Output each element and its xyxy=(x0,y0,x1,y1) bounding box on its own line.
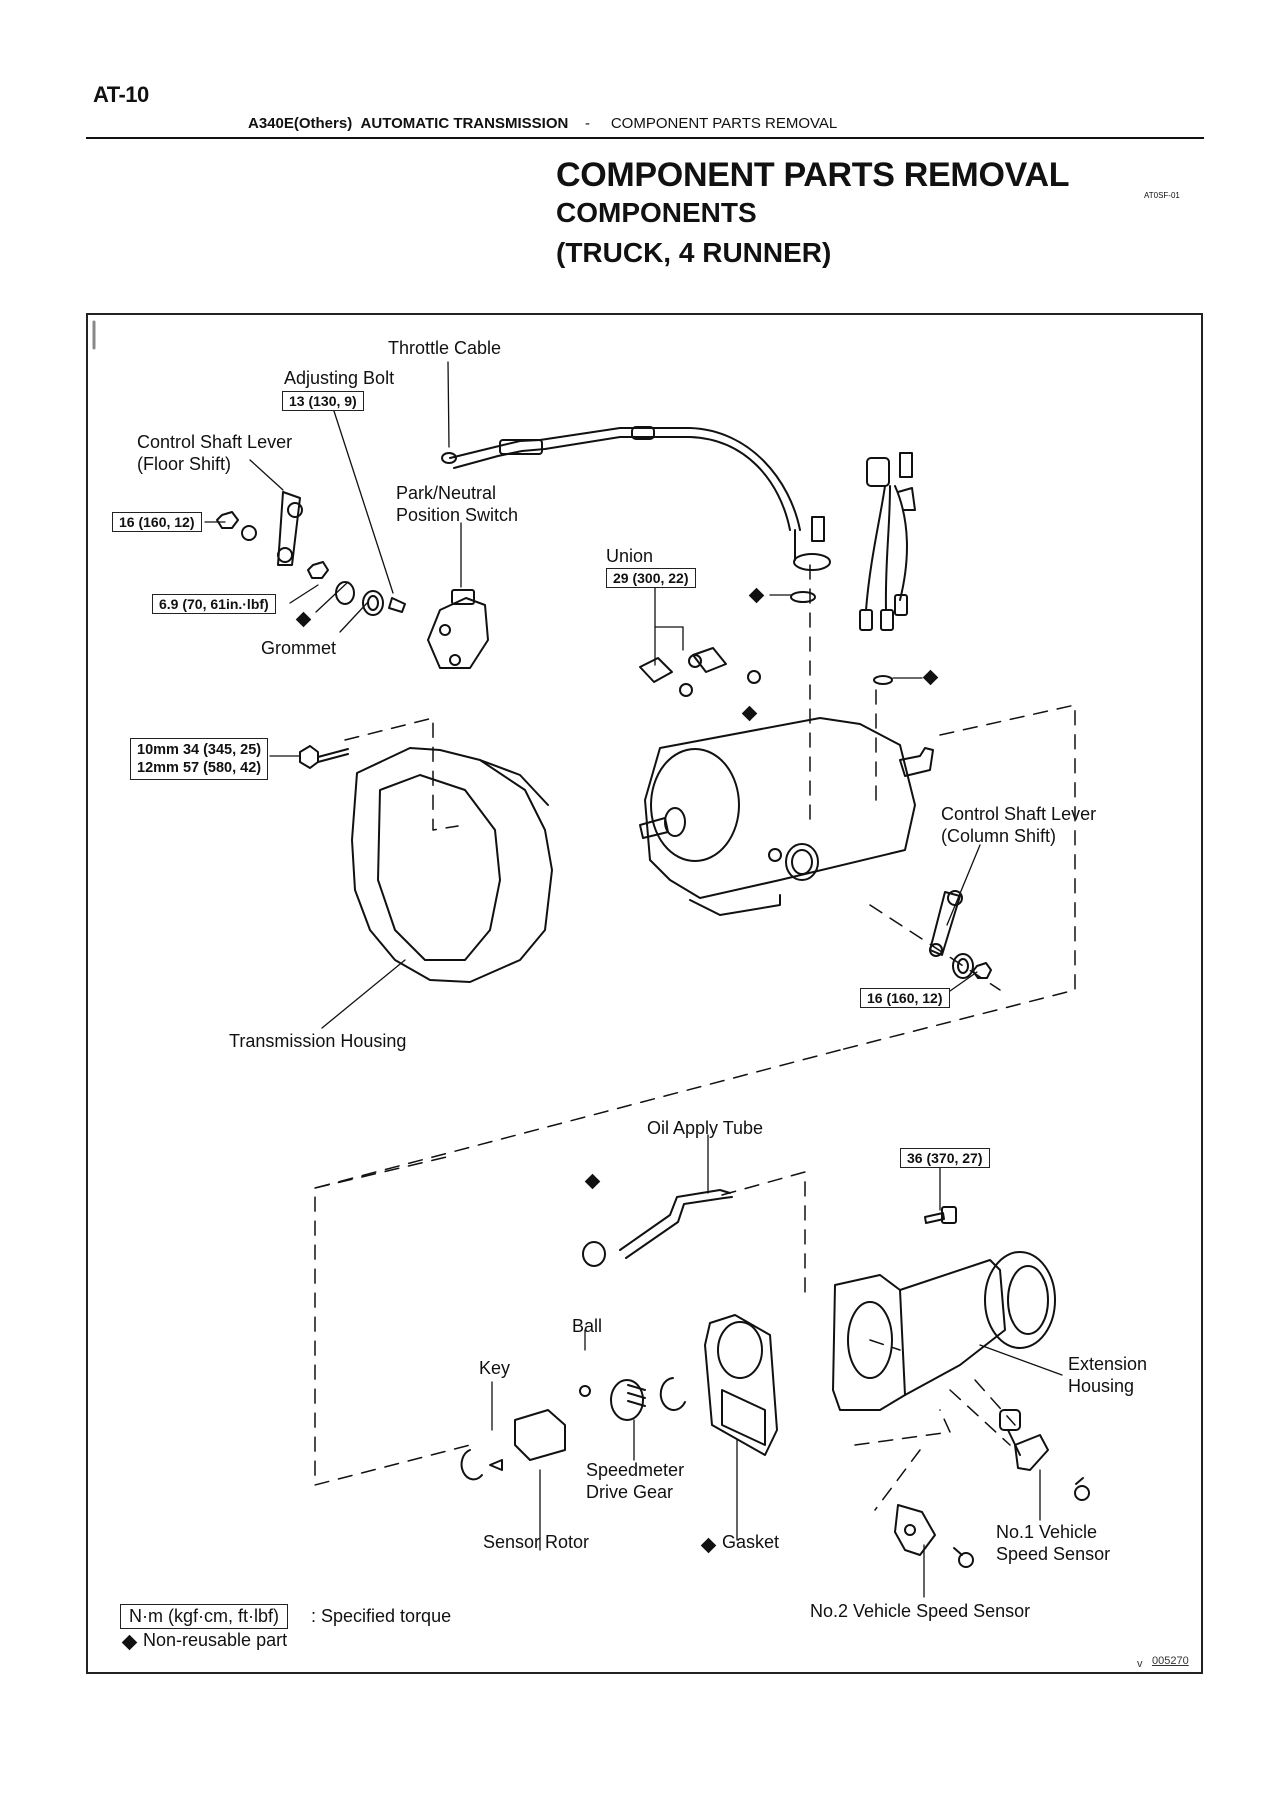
label-transmission-housing: Transmission Housing xyxy=(229,1031,407,1051)
label-speedometer: Speedmeter xyxy=(586,1460,685,1480)
no1-speed-sensor-art xyxy=(999,1409,1090,1501)
throttle-cable-art xyxy=(441,426,831,603)
label-position-switch: Position Switch xyxy=(396,505,519,525)
label-grommet: Grommet xyxy=(261,638,337,658)
transmission-housing-art xyxy=(299,745,553,983)
header-rule xyxy=(86,137,1204,139)
page-number: AT-10 xyxy=(93,82,149,107)
label-no2-vehicle-speed-sensor: No.2 Vehicle Speed Sensor xyxy=(810,1601,1031,1621)
oil-apply-tube-art xyxy=(582,1189,733,1267)
column-shift-lever-art xyxy=(929,890,992,979)
label-extension: Extension xyxy=(1068,1354,1148,1374)
label-no1-vehicle: No.1 Vehicle xyxy=(996,1522,1098,1542)
page-variant: (TRUCK, 4 RUNNER) xyxy=(556,237,832,268)
doc-code: AT0SF-01 xyxy=(1144,191,1180,200)
header-separator: - xyxy=(585,115,590,132)
header-section: AUTOMATIC TRANSMISSION xyxy=(360,115,569,132)
harness-art xyxy=(859,452,916,685)
legend-non-reusable: Non-reusable part xyxy=(143,1630,288,1650)
torque-adjusting-bolt: 13 (130, 9) xyxy=(282,391,364,411)
label-drive-gear: Drive Gear xyxy=(586,1482,674,1502)
torque-union: 29 (300, 22) xyxy=(606,568,696,588)
legend-torque-desc: : Specified torque xyxy=(311,1606,452,1626)
label-floor-shift: (Floor Shift) xyxy=(137,454,232,474)
small-parts-art xyxy=(460,1314,778,1481)
label-park-neutral: Park/Neutral xyxy=(396,483,497,503)
header-subsection: COMPONENT PARTS REMOVAL xyxy=(610,115,838,132)
torque-column-lever-nut: 16 (160, 12) xyxy=(860,988,950,1008)
floor-shift-lever-art xyxy=(216,491,406,616)
label-no1-speed-sensor: Speed Sensor xyxy=(996,1544,1111,1564)
park-neutral-switch-art xyxy=(427,589,489,669)
label-adjusting-bolt: Adjusting Bolt xyxy=(284,368,395,388)
running-header: A340E(Others) AUTOMATIC TRANSMISSION - C… xyxy=(248,115,837,132)
figure-code: 005270 xyxy=(1152,1655,1189,1667)
extension-bolt-art xyxy=(924,1206,957,1224)
torque-switch-nut: 6.9 (70, 61in.·lbf) xyxy=(152,594,276,614)
union-fittings-art xyxy=(639,647,761,697)
diagram-frame xyxy=(86,313,1203,1674)
no2-speed-sensor-art xyxy=(894,1504,974,1568)
torque-floor-lever-nut: 16 (160, 12) xyxy=(112,512,202,532)
legend-torque-units: N·m (kgf·cm, ft·lbf) xyxy=(120,1604,288,1629)
extension-housing-art xyxy=(832,1251,1056,1411)
page-subtitle: COMPONENTS xyxy=(556,197,757,228)
label-key: Key xyxy=(479,1358,511,1378)
page-title: COMPONENT PARTS REMOVAL xyxy=(556,156,1070,194)
label-throttle-cable: Throttle Cable xyxy=(388,338,502,358)
label-control-shaft-lever-floor: Control Shaft Lever xyxy=(137,432,293,452)
label-oil-apply-tube: Oil Apply Tube xyxy=(647,1118,764,1138)
leader-lines xyxy=(204,361,1063,1598)
torque-housing-bolts: 10mm 34 (345, 25) 12mm 57 (580, 42) xyxy=(130,738,269,780)
label-union: Union xyxy=(606,546,654,566)
transmission-case-art xyxy=(639,717,934,916)
label-extension-housing: Housing xyxy=(1068,1376,1135,1396)
torque-extension-bolt: 36 (370, 27) xyxy=(900,1148,990,1168)
label-column-shift: (Column Shift) xyxy=(941,826,1057,846)
dashed-guides xyxy=(314,564,1076,1511)
figure-mark: v xyxy=(1137,1658,1143,1670)
label-ball: Ball xyxy=(572,1316,603,1336)
torque-housing-bolt-12mm: 12mm 57 (580, 42) xyxy=(137,760,262,776)
header-model: A340E(Others) xyxy=(248,115,353,132)
label-gasket: Gasket xyxy=(722,1532,780,1552)
label-control-shaft-lever-column: Control Shaft Lever xyxy=(941,804,1097,824)
torque-housing-bolt-10mm: 10mm 34 (345, 25) xyxy=(137,742,262,758)
label-sensor-rotor: Sensor Rotor xyxy=(483,1532,590,1552)
